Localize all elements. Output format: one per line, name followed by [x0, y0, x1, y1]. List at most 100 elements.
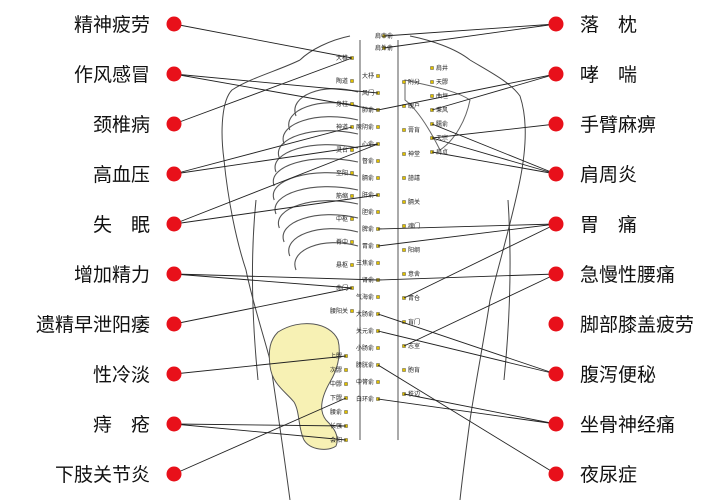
pelvis	[268, 323, 340, 450]
rib	[277, 130, 359, 159]
acupoint-marker	[430, 66, 434, 70]
acupoint-marker	[350, 148, 354, 152]
connector-line	[431, 137, 557, 175]
acupoint-label: 附分	[408, 78, 420, 86]
acupoint-label: 肩井	[436, 64, 448, 72]
rib	[274, 144, 359, 173]
connector-line	[173, 423, 347, 441]
acupoint-label: 大椎	[336, 54, 348, 62]
acupoint-label: 三焦俞	[356, 259, 374, 267]
left-condition-label: 颈椎病	[93, 114, 150, 136]
condition-dot	[166, 316, 182, 332]
ribcage	[272, 88, 359, 271]
acupoint-label: 臑俞	[436, 120, 448, 128]
acupoint-label: 风门	[362, 89, 374, 97]
connector-line	[173, 73, 379, 94]
left-condition-label: 下肢关节炎	[55, 464, 150, 486]
acupoint-label: 胆俞	[362, 208, 374, 216]
connector-line	[173, 143, 379, 175]
acupoint-marker	[376, 159, 380, 163]
acupoint-label: 魄户	[408, 102, 420, 110]
connector-line	[173, 23, 353, 59]
acupoint-marker	[402, 200, 406, 204]
rib	[294, 88, 359, 117]
condition-dot	[166, 166, 182, 182]
left-condition-label: 作风感冒	[74, 64, 150, 86]
connector-line	[173, 143, 379, 225]
condition-dot	[166, 466, 182, 482]
acupoint-marker	[350, 79, 354, 83]
acupoint-marker	[402, 80, 406, 84]
acupoint-marker	[350, 309, 354, 313]
rib	[277, 200, 359, 229]
connector-line	[377, 364, 557, 475]
left-condition-label: 增加精力	[74, 264, 150, 286]
acupoint-label: 神道	[336, 123, 348, 131]
connector-line	[431, 123, 557, 175]
acupoint-label: 神堂	[408, 150, 420, 158]
acupoint-label: 志室	[408, 342, 420, 350]
condition-dot	[548, 116, 564, 132]
acupoint-label: 膈俞	[362, 174, 374, 182]
condition-dot	[166, 366, 182, 382]
acupoint-label: 灵台	[336, 146, 348, 154]
acupoint-marker	[350, 263, 354, 267]
right-condition-label: 胃 痛	[580, 214, 637, 236]
acupoint-label: 中枢	[336, 215, 348, 223]
connector-lines	[173, 23, 557, 475]
acupoint-marker	[430, 80, 434, 84]
condition-dot	[548, 16, 564, 32]
left-condition-label: 痔 疮	[93, 414, 150, 436]
connector-line	[383, 23, 557, 49]
connector-line	[173, 423, 347, 427]
acupoint-marker	[402, 224, 406, 228]
acupoint-label: 下髎	[330, 395, 342, 402]
left-condition-label: 高血压	[93, 164, 150, 186]
acupoint-marker	[376, 380, 380, 384]
left-condition-label: 性冷淡	[93, 364, 150, 386]
condition-dot	[166, 116, 182, 132]
right-condition-label: 脚部膝盖疲劳	[580, 314, 694, 336]
acupoint-marker	[402, 128, 406, 132]
acupoint-label: 肺俞	[362, 106, 374, 114]
acupoint-label: 膈关	[408, 198, 420, 206]
condition-dot	[548, 466, 564, 482]
connector-line	[377, 398, 557, 425]
rib	[274, 186, 359, 215]
acupoint-label: 悬枢	[336, 261, 348, 269]
condition-dot	[166, 66, 182, 82]
acupoint-marker	[376, 210, 380, 214]
connector-line	[173, 126, 353, 175]
right-condition-label: 肩周炎	[580, 164, 637, 186]
scapula	[404, 79, 471, 151]
acupoint-label: 魂门	[408, 222, 420, 230]
acupoint-label: 筋缩	[336, 192, 348, 200]
left-condition-label: 遗精早泄阳痿	[36, 314, 150, 336]
acupoint-marker	[376, 346, 380, 350]
acupoint-label: 譩譆	[408, 174, 420, 182]
acupoint-marker	[350, 240, 354, 244]
rib	[288, 102, 359, 131]
connector-line	[377, 273, 557, 281]
connector-line	[173, 73, 379, 111]
condition-dot	[548, 216, 564, 232]
connector-line	[377, 313, 557, 375]
acupoint-label: 陶道	[336, 77, 348, 85]
acupoint-label: 小肠俞	[356, 344, 374, 352]
rib	[282, 214, 359, 243]
condition-dot	[548, 166, 564, 182]
acupoint-label: 中膂俞	[356, 378, 374, 386]
acupoint-label: 上髎	[330, 352, 342, 360]
condition-dot	[166, 266, 182, 282]
acupoint-label: 白环俞	[356, 395, 374, 403]
acupoint-marker	[402, 152, 406, 156]
acupoint-label: 命门	[336, 284, 348, 292]
acupoint-marker	[376, 261, 380, 265]
connector-line	[403, 393, 557, 425]
condition-dot	[548, 366, 564, 382]
connector-line	[173, 355, 347, 375]
acupoint-label: 会阳	[330, 436, 342, 444]
connector-line	[173, 273, 353, 289]
acupoint-label: 阳纲	[408, 246, 420, 254]
